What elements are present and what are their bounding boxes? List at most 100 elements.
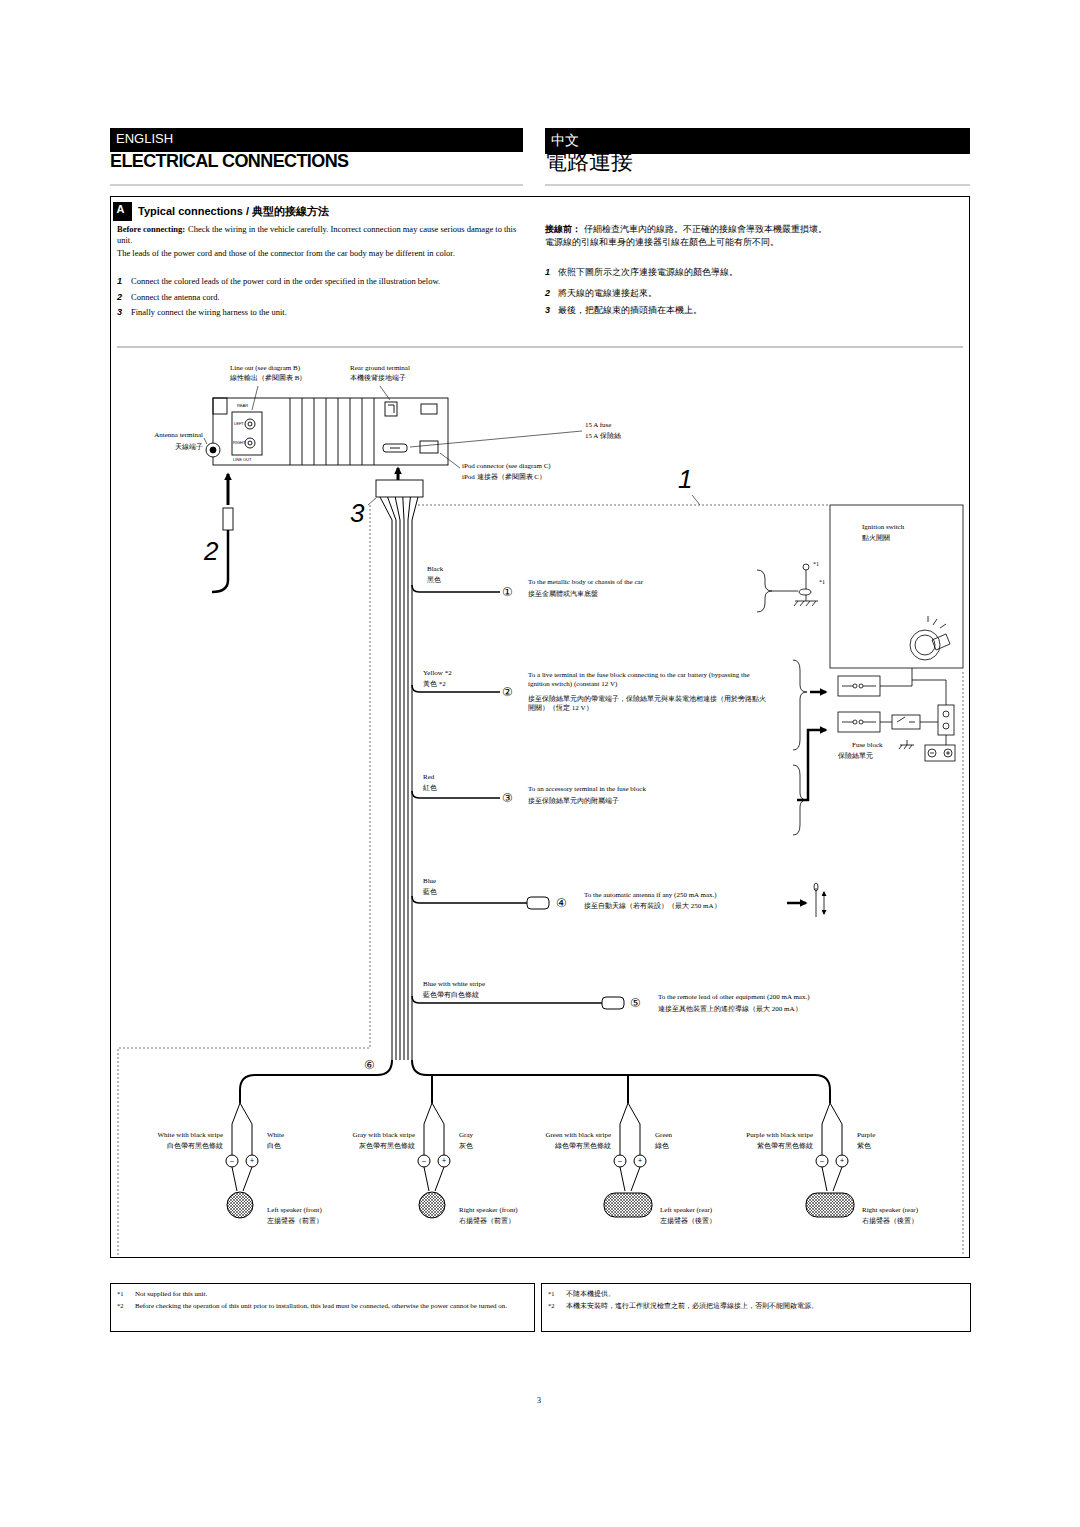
head-unit bbox=[213, 398, 448, 465]
wiring-harness bbox=[240, 497, 830, 1103]
label: 2 bbox=[204, 535, 218, 569]
label: 本機後背接地端子 bbox=[350, 374, 406, 383]
car-side-parts bbox=[943, 711, 949, 717]
head-unit bbox=[232, 412, 262, 455]
speaker-wiring bbox=[246, 1155, 258, 1167]
node-text: 不隨本機提供。 bbox=[566, 1290, 615, 1299]
leader-line bbox=[204, 438, 207, 444]
speaker-wiring bbox=[806, 1193, 854, 1217]
speaker-wiring bbox=[822, 1167, 842, 1191]
label: iPod connector (see diagram C) bbox=[462, 462, 551, 471]
car-side-parts bbox=[853, 684, 857, 688]
label: *1 bbox=[819, 579, 825, 587]
car-side-parts bbox=[806, 570, 807, 589]
car-side-parts bbox=[915, 635, 935, 655]
car-side-parts bbox=[938, 705, 954, 735]
head-unit bbox=[390, 448, 400, 449]
insert-arrow bbox=[397, 468, 400, 480]
heat-fins bbox=[290, 398, 374, 465]
footnote-box: *1不隨本機提供。*2本機未安裝時，進行工作狀況檢查之前，必須把這導線接上，否則… bbox=[541, 1283, 971, 1332]
label: Blue with white stripe bbox=[423, 980, 485, 989]
heat-fins bbox=[314, 398, 315, 465]
callout-number: ③ bbox=[502, 791, 513, 807]
label: Line out (see diagram B) bbox=[230, 364, 300, 373]
label: 左揚聲器（後置） bbox=[660, 1217, 716, 1226]
heat-fins bbox=[362, 398, 363, 465]
label: 紫色帶有黑色條紋 bbox=[757, 1142, 813, 1151]
head-unit bbox=[421, 404, 437, 414]
wiring-harness bbox=[412, 896, 527, 903]
car-side-parts bbox=[853, 720, 857, 724]
heat-fins bbox=[338, 398, 339, 465]
label: 接至金屬體或汽車底盤 bbox=[528, 590, 598, 599]
label: 灰色 bbox=[459, 1142, 473, 1151]
label: 1 bbox=[545, 267, 550, 279]
wiring-harness bbox=[412, 791, 500, 798]
label: 將天線的電線連接起來。 bbox=[558, 288, 657, 299]
label: Gray with black stripe bbox=[353, 1131, 415, 1140]
label: + bbox=[442, 1156, 446, 1165]
car-side-parts bbox=[803, 564, 809, 570]
label: LEFT bbox=[234, 421, 244, 426]
heat-fins bbox=[290, 398, 291, 465]
car-side-parts bbox=[910, 630, 940, 660]
language-band: 中文 bbox=[545, 128, 970, 154]
node-text: 本機未安裝時，進行工作狀況檢查之前，必須把這導線接上，否則不能開啟電源。 bbox=[566, 1302, 966, 1311]
leader-line bbox=[410, 431, 582, 447]
node-text: Typical connections / 典型的接線方法 bbox=[138, 204, 329, 218]
node-text: *1 bbox=[548, 1290, 555, 1298]
label: Red bbox=[423, 773, 434, 782]
speaker-wiring bbox=[226, 1103, 854, 1218]
wiring-harness bbox=[412, 585, 500, 592]
label: LINE OUT bbox=[233, 457, 251, 462]
head-unit bbox=[420, 441, 438, 453]
wiring-harness bbox=[527, 897, 549, 909]
label: To the metallic body or chassis of the c… bbox=[528, 578, 643, 587]
connection-arrow bbox=[797, 730, 826, 800]
label: 右揚聲器（前置） bbox=[459, 1217, 515, 1226]
heat-fins bbox=[302, 398, 303, 465]
label: 紫色 bbox=[857, 1142, 871, 1151]
label: 3 bbox=[350, 497, 364, 531]
label: 15 A fuse bbox=[585, 421, 611, 430]
node-text: *1 bbox=[117, 1290, 124, 1298]
head-unit bbox=[385, 402, 397, 416]
car-side-parts bbox=[757, 570, 772, 612]
label: REAR bbox=[237, 403, 248, 408]
callout-number: ⑤ bbox=[630, 996, 641, 1012]
label: iPod 連接器（參閱圖表 C） bbox=[462, 473, 546, 482]
label: Left speaker (front) bbox=[267, 1206, 322, 1215]
speaker-wiring bbox=[424, 1167, 444, 1191]
language-band: ENGLISH bbox=[110, 128, 523, 152]
speaker-wiring bbox=[816, 1155, 828, 1167]
head-unit bbox=[248, 441, 252, 445]
callout-number: ② bbox=[502, 685, 513, 701]
label: The leads of the power cord and those of… bbox=[117, 248, 532, 259]
label: Fuse block bbox=[852, 741, 883, 750]
label: 天線端子 bbox=[175, 443, 203, 452]
heat-fins bbox=[350, 398, 351, 465]
label: 灰色帶有黑色條紋 bbox=[359, 1142, 415, 1151]
label: 電源線的引線和車身的連接器引線在顏色上可能有所不同。 bbox=[545, 237, 965, 248]
label: 接至保險絲單元內的帶電端子，保險絲單元與車裝電池相連接（用於旁路點火開關）（恆定… bbox=[528, 695, 768, 713]
speaker-wiring bbox=[226, 1155, 238, 1167]
node-text: A bbox=[113, 202, 128, 217]
label: 點火開關 bbox=[862, 534, 890, 543]
label: – bbox=[820, 1156, 824, 1165]
head-unit bbox=[383, 444, 407, 452]
car-side-parts bbox=[946, 735, 947, 745]
label: 接至保險絲單元內的附屬端子 bbox=[528, 797, 619, 806]
head-unit bbox=[210, 447, 216, 453]
wiring-harness bbox=[380, 497, 392, 1060]
car-side-parts bbox=[830, 505, 963, 668]
speaker-wiring bbox=[634, 1155, 646, 1167]
car-side-parts bbox=[943, 723, 949, 729]
speaker-wiring bbox=[836, 1155, 848, 1167]
label: 紅色 bbox=[423, 784, 437, 793]
label: Check the wiring in the vehicle carefull… bbox=[117, 224, 532, 246]
head-unit bbox=[206, 398, 448, 497]
label: Gray bbox=[459, 1131, 473, 1140]
heat-fins bbox=[374, 398, 375, 465]
label: – bbox=[230, 1156, 234, 1165]
label: 最後，把配線束的插頭插在本機上。 bbox=[558, 305, 702, 316]
